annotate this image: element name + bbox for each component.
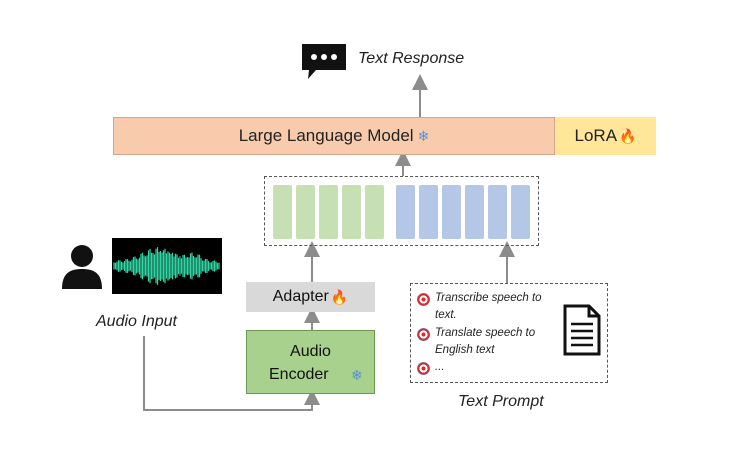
prompt-item-1-line1: Transcribe speech to bbox=[435, 292, 542, 304]
token-sequence bbox=[264, 176, 539, 246]
target-icon bbox=[417, 328, 430, 341]
document-icon bbox=[563, 304, 601, 356]
audio-input-label: Audio Input bbox=[96, 313, 177, 330]
llm-label: Large Language Model bbox=[238, 126, 414, 145]
snowflake-icon: ❄ bbox=[417, 127, 430, 144]
text-token bbox=[419, 185, 438, 239]
text-token bbox=[465, 185, 484, 239]
target-icon bbox=[417, 362, 430, 375]
waveform-icon bbox=[112, 238, 222, 294]
audio-token bbox=[296, 185, 315, 239]
chat-bubble-icon bbox=[302, 44, 346, 79]
prompt-item-2-line1: Translate speech to bbox=[435, 327, 536, 339]
snowflake-icon: ❄ bbox=[351, 367, 363, 383]
flame-icon: 🔥 bbox=[619, 127, 637, 144]
text-response-label: Text Response bbox=[358, 50, 465, 67]
prompt-item-3-line1: ... bbox=[435, 361, 445, 373]
adapter-block: Adapter 🔥 bbox=[246, 282, 375, 312]
text-prompt-box: Transcribe speech to text. Translate spe… bbox=[410, 283, 608, 383]
audio-token bbox=[342, 185, 361, 239]
lora-block: LoRA 🔥 bbox=[555, 117, 656, 155]
text-token bbox=[396, 185, 415, 239]
audio-encoder-block: Audio Encoder ❄ bbox=[246, 330, 375, 394]
llm-block: Large Language Model ❄ bbox=[113, 117, 555, 155]
text-token bbox=[511, 185, 530, 239]
target-icon bbox=[417, 293, 430, 306]
arrow-audio-to-encoder bbox=[143, 336, 320, 411]
audio-token bbox=[365, 185, 384, 239]
encoder-label-line2: Encoder bbox=[269, 366, 329, 383]
prompt-item-1-line2: text. bbox=[435, 309, 457, 321]
flame-icon: 🔥 bbox=[330, 288, 349, 305]
person-icon bbox=[62, 245, 102, 289]
audio-token bbox=[319, 185, 338, 239]
text-token bbox=[488, 185, 507, 239]
lora-label: LoRA bbox=[574, 126, 618, 145]
prompt-item-2-line2: English text bbox=[435, 344, 495, 356]
audio-token bbox=[273, 185, 292, 239]
encoder-label-line1: Audio bbox=[290, 343, 331, 360]
text-token bbox=[442, 185, 461, 239]
text-prompt-label: Text Prompt bbox=[458, 393, 544, 410]
adapter-label: Adapter bbox=[272, 288, 329, 305]
